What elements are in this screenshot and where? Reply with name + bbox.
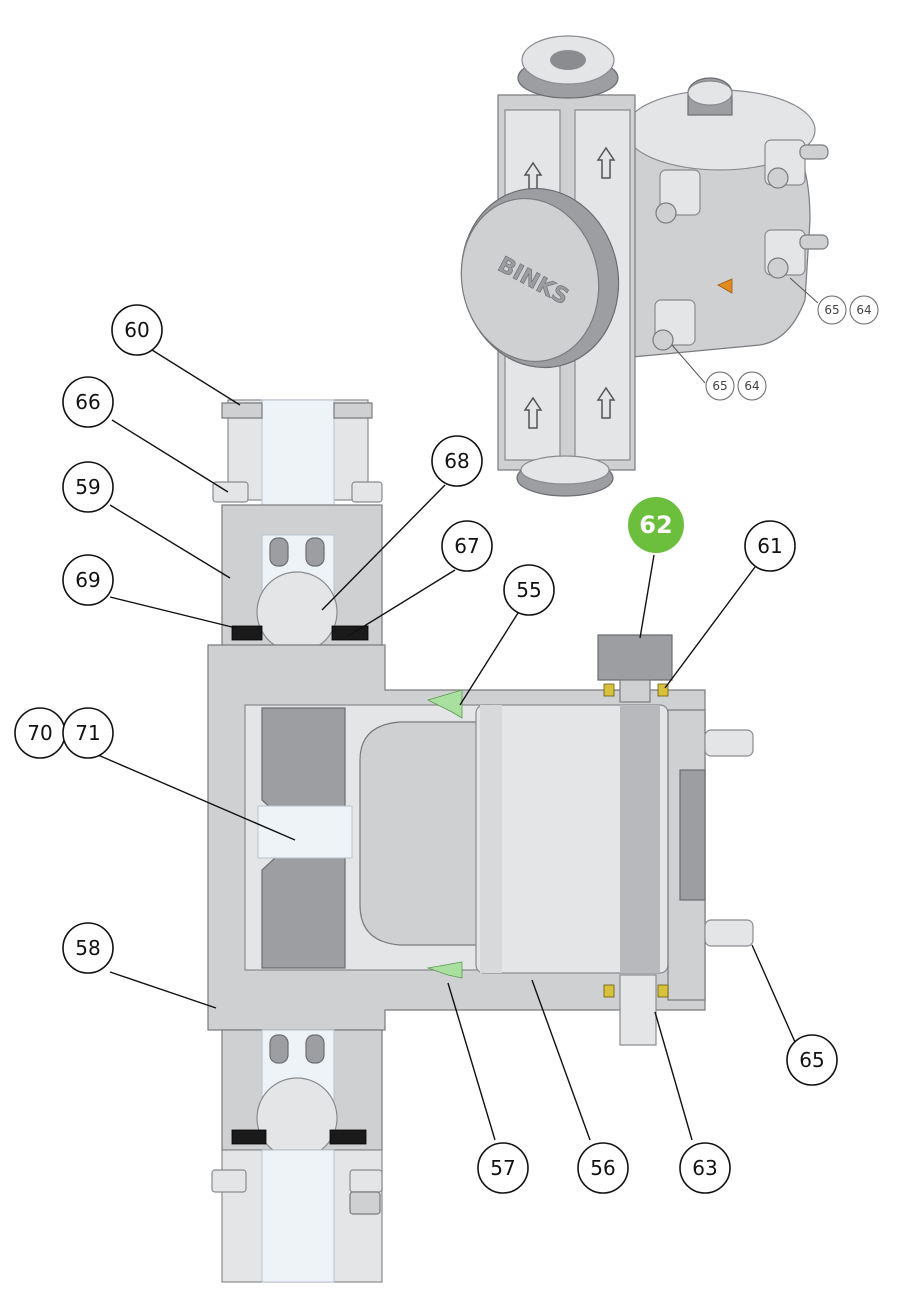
svg-text:67: 67 xyxy=(454,534,479,558)
callout-62-highlighted: 62 xyxy=(628,497,684,553)
callout-67: 67 xyxy=(441,520,493,572)
callout-66: 66 xyxy=(62,376,114,428)
svg-text:65: 65 xyxy=(712,379,727,393)
svg-text:65: 65 xyxy=(799,1048,824,1072)
svg-text:64: 64 xyxy=(744,379,759,393)
svg-text:70: 70 xyxy=(27,721,52,745)
callout-63: 63 xyxy=(679,1142,731,1194)
callouts: 60 66 59 68 67 69 55 62 61 70 71 58 65 5… xyxy=(14,295,879,1194)
callout-56: 56 xyxy=(577,1142,629,1194)
iso-callout-b-64: 64 xyxy=(737,371,767,401)
svg-text:69: 69 xyxy=(75,568,100,592)
cross-section-view xyxy=(207,399,754,1283)
callout-70: 70 xyxy=(14,707,66,759)
svg-text:58: 58 xyxy=(75,936,100,960)
svg-text:60: 60 xyxy=(124,318,149,342)
svg-text:55: 55 xyxy=(516,578,541,602)
svg-text:71: 71 xyxy=(75,721,100,745)
svg-text:56: 56 xyxy=(590,1156,615,1180)
callout-61: 61 xyxy=(744,520,796,572)
svg-text:62: 62 xyxy=(639,511,672,539)
svg-text:68: 68 xyxy=(444,449,469,473)
svg-text:61: 61 xyxy=(757,534,782,558)
callout-58: 58 xyxy=(62,922,114,974)
callout-57: 57 xyxy=(477,1142,529,1194)
callout-60: 60 xyxy=(111,304,163,356)
callout-55: 55 xyxy=(503,564,555,616)
callout-68: 68 xyxy=(431,435,483,487)
svg-text:64: 64 xyxy=(856,303,871,317)
callout-69: 69 xyxy=(62,554,114,606)
isometric-bolts xyxy=(652,139,829,351)
callout-59: 59 xyxy=(62,461,114,513)
iso-callout-a-64: 64 xyxy=(849,295,879,325)
svg-text:59: 59 xyxy=(75,475,100,499)
iso-callout-b-65: 65 xyxy=(705,371,735,401)
isometric-pump-view: BINKS xyxy=(460,35,829,497)
svg-text:57: 57 xyxy=(490,1156,515,1180)
callout-65: 65 xyxy=(786,1034,838,1086)
leader-lines xyxy=(97,277,819,1141)
svg-text:63: 63 xyxy=(692,1156,717,1180)
flow-arrows xyxy=(523,146,616,429)
iso-callout-a-65: 65 xyxy=(817,295,847,325)
svg-text:65: 65 xyxy=(824,303,839,317)
callout-71: 71 xyxy=(62,707,114,759)
svg-text:66: 66 xyxy=(75,390,100,414)
